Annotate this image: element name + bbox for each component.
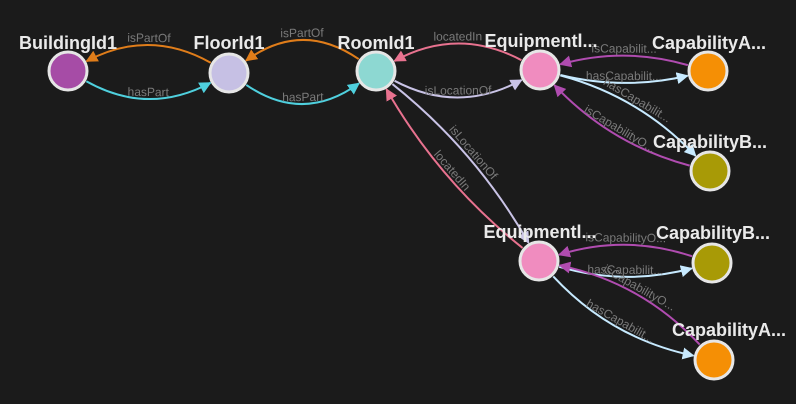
- edge-label: isCapabilit...: [591, 41, 656, 55]
- node-layer: [47, 49, 735, 381]
- edge-layer: [85, 38, 701, 360]
- edge-e1-ca1[interactable]: [560, 72, 689, 85]
- edge-label: hasCapabilit...: [584, 296, 657, 346]
- node-label: CapabilityB...: [656, 223, 770, 243]
- edge-label: locatedIn: [433, 29, 482, 43]
- node-ca2[interactable]: [693, 339, 735, 381]
- edge-label: isPartOf: [127, 31, 171, 46]
- edge-e2-ca2[interactable]: [552, 275, 695, 360]
- node-label: CapabilityA...: [672, 320, 786, 340]
- edge-f1-r1[interactable]: [245, 82, 360, 106]
- edge-r1-e2[interactable]: [391, 83, 530, 244]
- edge-label: hasPart: [282, 90, 324, 105]
- node-ca1[interactable]: [687, 50, 729, 92]
- edge-cb2-e2[interactable]: [557, 243, 693, 258]
- edge-ca1-e1[interactable]: [559, 54, 689, 68]
- edge-label: hasCapabilit...: [587, 262, 663, 277]
- edge-label: isLocationOf: [425, 83, 492, 97]
- node-label: RoomId1: [337, 33, 414, 53]
- edge-e1-cb1[interactable]: [560, 74, 697, 157]
- edge-f1-b1[interactable]: [85, 43, 212, 64]
- node-label: Equipmentl...: [484, 31, 597, 51]
- edge-r1-e1[interactable]: [394, 79, 523, 99]
- node-e2[interactable]: [518, 240, 560, 282]
- node-e1[interactable]: [519, 49, 561, 91]
- node-f1[interactable]: [208, 52, 250, 94]
- node-label: FloorId1: [194, 33, 265, 53]
- edge-ca2-e2[interactable]: [558, 261, 701, 346]
- edge-label: isPartOf: [280, 26, 324, 41]
- edge-r1-f1[interactable]: [245, 38, 360, 62]
- edge-label: isCapabilityO...: [585, 230, 666, 245]
- edge-b1-f1[interactable]: [85, 80, 212, 101]
- edge-e1-r1[interactable]: [393, 42, 522, 62]
- edge-e2-cb2[interactable]: [558, 265, 693, 278]
- node-cb2[interactable]: [691, 242, 733, 284]
- node-label: BuildingId1: [19, 33, 117, 53]
- node-label: CapabilityA...: [652, 33, 766, 53]
- edge-e2-r1[interactable]: [385, 88, 524, 249]
- node-label: CapabilityB...: [653, 132, 767, 152]
- edge-label: hasPart: [127, 85, 169, 100]
- node-cb1[interactable]: [689, 150, 731, 192]
- node-r1[interactable]: [355, 50, 397, 92]
- edge-label: hasCapabilit...: [586, 69, 662, 83]
- edge-cb1-e1[interactable]: [553, 84, 690, 167]
- node-b1[interactable]: [47, 50, 89, 92]
- node-label: Equipmentl...: [483, 222, 596, 242]
